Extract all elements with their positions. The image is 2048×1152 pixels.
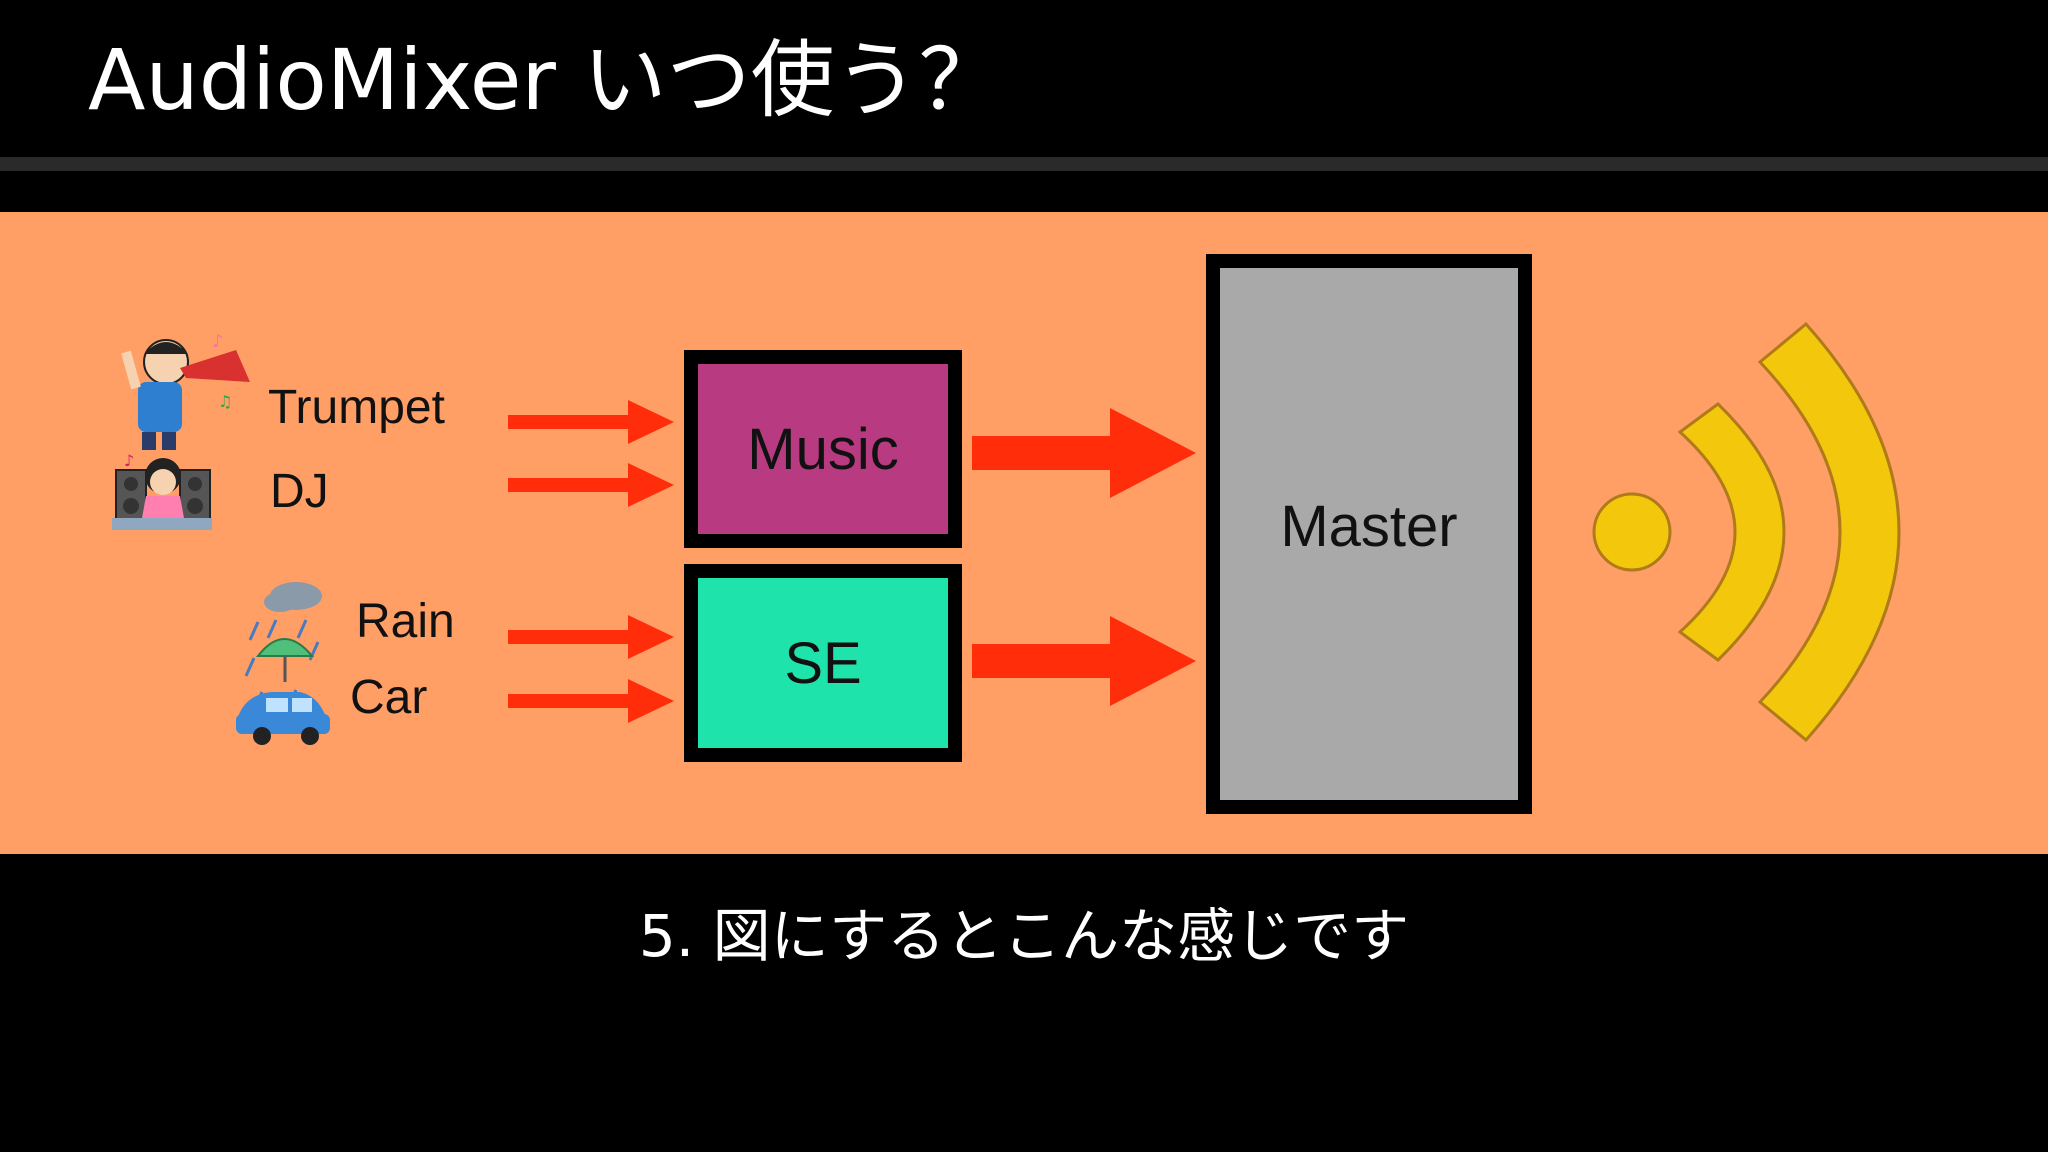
trumpet-player-icon: ♪ ♫ (121, 331, 250, 450)
slide-title: AudioMixer いつ使う？ (88, 31, 1003, 129)
se-group-box: SE (684, 564, 962, 762)
arrow-dj-to-music (508, 463, 674, 507)
svg-text:♪: ♪ (124, 451, 134, 470)
slide-caption: 5. 図にするとこんな感じです (638, 902, 1410, 970)
music-group-label: Music (747, 416, 899, 482)
arrow-se-to-master (972, 616, 1196, 706)
arrow-car-to-se (508, 679, 674, 723)
arrow-rain-to-se (508, 615, 674, 659)
source-label-car: Car (350, 671, 428, 724)
rain-umbrella-icon (244, 582, 322, 707)
arrow-music-to-master (972, 408, 1196, 498)
svg-text:♫: ♫ (218, 392, 232, 411)
title-divider (0, 157, 2048, 171)
source-label-rain: Rain (356, 595, 455, 648)
source-label-dj: DJ (270, 465, 329, 518)
arrow-trumpet-to-music (508, 400, 674, 444)
car-icon (236, 692, 330, 745)
dj-icon: ♪ (112, 451, 212, 530)
diagram-canvas: ♪ ♫ ♪ (112, 321, 1901, 745)
master-box: Master (1206, 254, 1532, 814)
master-label: Master (1280, 493, 1458, 559)
svg-text:♪: ♪ (212, 331, 224, 352)
music-group-box: Music (684, 350, 962, 548)
se-group-label: SE (784, 630, 862, 696)
speaker-waves-icon (1592, 321, 1901, 743)
source-label-trumpet: Trumpet (268, 381, 445, 434)
diagram-panel: ♪ ♫ ♪ (0, 212, 2048, 854)
